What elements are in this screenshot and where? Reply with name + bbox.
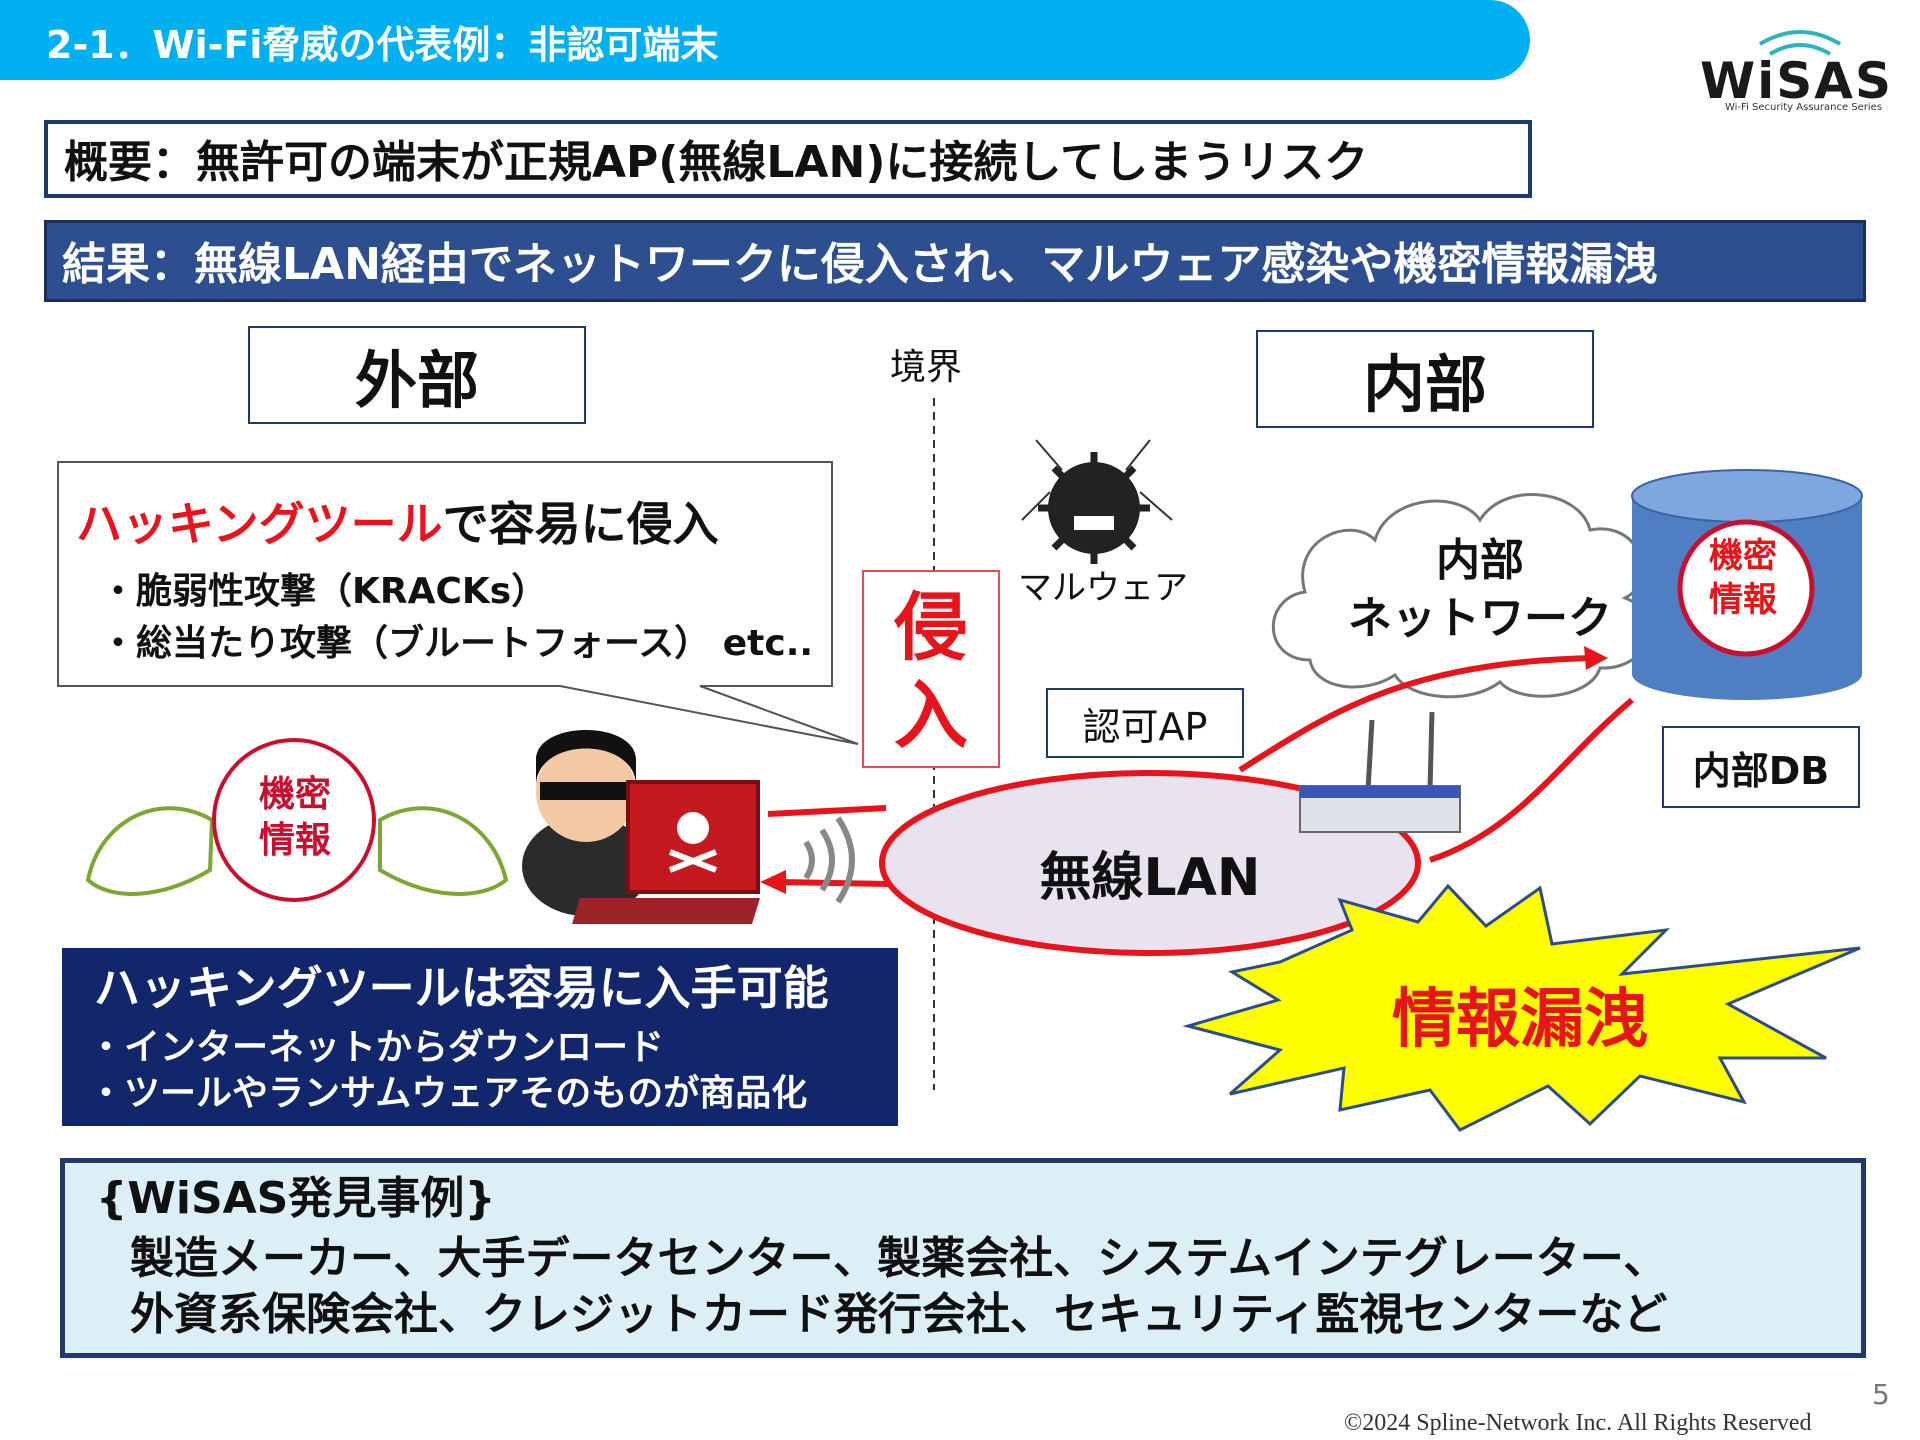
logo-subtitle: Wi-Fi Security Assurance Series xyxy=(1725,102,1883,113)
secret-info-db-label: 機密 情報 xyxy=(1709,536,1777,620)
outside-label: 外部 xyxy=(248,326,586,424)
cloud-icon xyxy=(1271,493,1652,699)
result-text: 結果：無線LAN経由でネットワークに侵入され、マルウェア感染や機密情報漏洩 xyxy=(62,239,1658,290)
leak-label: 情報漏洩 xyxy=(1392,983,1648,1057)
secret-info-left-label: 機密 情報 xyxy=(258,774,331,861)
callout-item: ・脆弱性攻撃（KRACKs） xyxy=(100,571,548,612)
cases-box xyxy=(60,1158,1866,1358)
callout-title-highlight: ハッキングツール xyxy=(76,497,443,551)
boundary-label: 境界 xyxy=(890,347,963,388)
malware-virus-icon xyxy=(1021,439,1173,564)
title-bar xyxy=(0,0,1530,80)
wireless-lan-label: 無線LAN xyxy=(1039,848,1261,908)
authorized-ap-label: 認可AP xyxy=(1046,688,1244,758)
secret-info-circle xyxy=(212,738,376,902)
explosion-burst-icon xyxy=(1182,883,1861,1132)
cases-line: 外資系保険会社、クレジットカード発行会社、セキュリティ監視センターなど xyxy=(130,1289,1668,1340)
laptop-skull-icon xyxy=(572,780,760,924)
wifi-signal-icon xyxy=(803,816,855,904)
callout-bubble xyxy=(57,461,859,745)
cases-line: 製造メーカー、大手データセンター、製薬会社、システムインテグレーター、 xyxy=(130,1233,1668,1284)
malware-label: マルウェア xyxy=(1018,568,1188,608)
copyright: ©2024 Spline-Network Inc. All Rights Res… xyxy=(1344,1410,1812,1436)
tools-box xyxy=(62,948,898,1126)
cases-title: {WiSAS発見事例} xyxy=(96,1173,496,1224)
logo-text: WiSAS xyxy=(1700,52,1894,110)
tools-title: ハッキングツールは容易に入手可能 xyxy=(94,961,829,1015)
page-number: 5 xyxy=(1872,1378,1890,1411)
angel-wings-icon xyxy=(85,806,509,896)
tools-item: ・ツールやランサムウェアそのものが商品化 xyxy=(88,1073,808,1114)
tools-item: ・インターネットからダウンロード xyxy=(88,1027,665,1068)
intrusion-label-line: 侵 入 xyxy=(894,585,968,759)
callout-item: ・総当たり攻撃（ブルートフォース） etc.. xyxy=(100,623,814,664)
callout-title-rest: で容易に侵入 xyxy=(442,497,719,551)
internal-db-label: 内部DB xyxy=(1662,726,1860,808)
router-icon xyxy=(1299,711,1461,833)
intrusion-label: 侵 入 xyxy=(862,584,1000,760)
overview-text: 概要：無許可の端末が正規AP(無線LAN)に接続してしまうリスク xyxy=(64,137,1369,188)
wireless-lan-ellipse xyxy=(879,770,1421,956)
database-cylinder-icon xyxy=(1631,469,1863,700)
callout-title: ハッキングツールで容易に侵入 xyxy=(76,488,719,554)
intrusion-box xyxy=(862,570,1000,768)
overview-box xyxy=(44,120,1532,198)
slide-title: 2-1．Wi-Fi脅威の代表例：非認可端末 xyxy=(46,23,719,67)
internal-network-label: 内部 ネットワーク xyxy=(1348,535,1612,644)
inside-label: 内部 xyxy=(1256,330,1594,428)
result-box xyxy=(44,220,1866,302)
hacker-icon xyxy=(522,730,650,916)
